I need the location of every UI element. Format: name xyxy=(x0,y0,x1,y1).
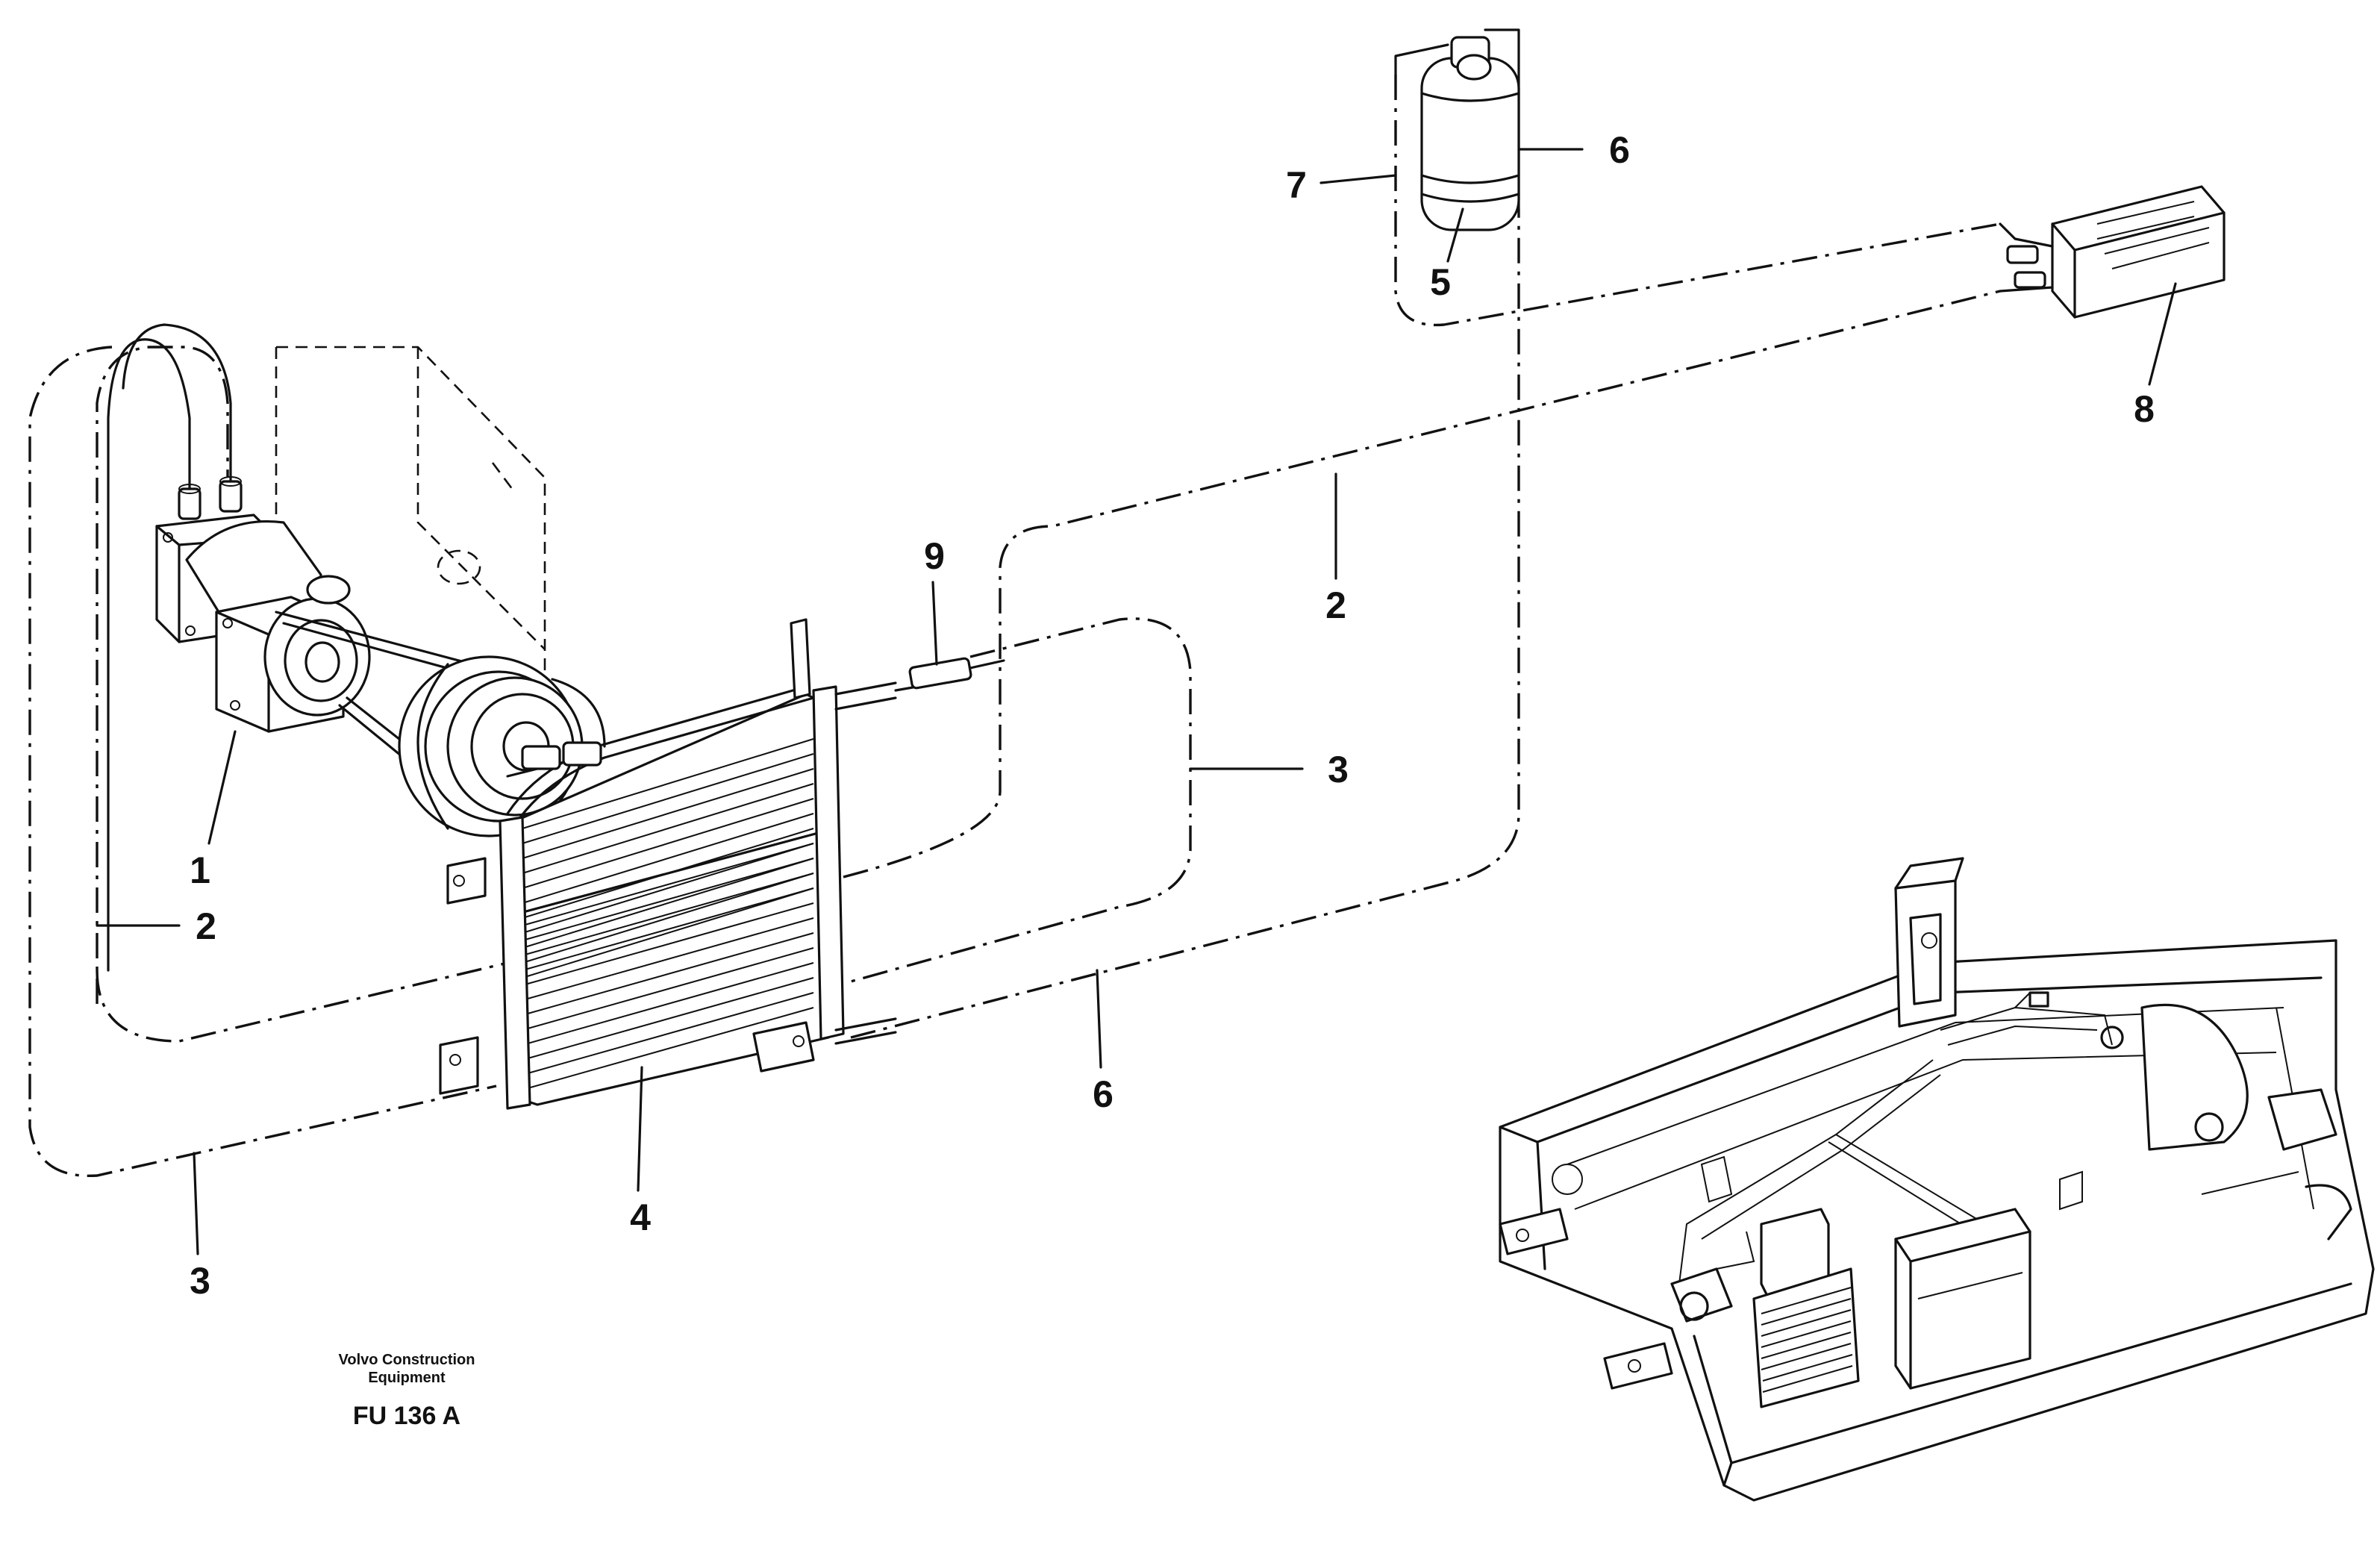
callout-9: 9 xyxy=(924,535,945,577)
pipe-line-2-inner xyxy=(96,346,229,1004)
callout-2-right: 2 xyxy=(1325,584,1346,626)
callout-3-right: 3 xyxy=(1328,749,1349,790)
leader-7 xyxy=(1319,174,1397,184)
figure-id: FU 136 A xyxy=(353,1402,460,1430)
company-name-line2: Equipment xyxy=(368,1370,446,1386)
pipe-lines xyxy=(28,75,2001,1178)
machine-frame-overview xyxy=(1499,857,2375,1502)
figure-caption: Volvo Construction Equipment FU 136 A xyxy=(339,1352,475,1430)
pipe-line-6 xyxy=(850,209,1520,1039)
pipe-line-3-right xyxy=(850,617,1192,983)
condenser-fins-upper xyxy=(522,738,814,979)
condenser xyxy=(439,618,897,1110)
company-name-line1: Volvo Construction xyxy=(339,1352,475,1368)
engine-block-outline xyxy=(275,346,546,688)
pipe-line-2-upper xyxy=(843,290,2001,879)
callout-2-left: 2 xyxy=(196,905,216,947)
callout-6-bottom: 6 xyxy=(1093,1073,1114,1115)
leader-lines xyxy=(96,148,2177,1255)
callout-4: 4 xyxy=(630,1196,651,1238)
receiver-drier xyxy=(1394,28,1520,231)
callout-7: 7 xyxy=(1286,164,1307,206)
hose-connector xyxy=(894,657,1005,692)
callout-3-left: 3 xyxy=(190,1260,210,1302)
drive-belt-and-pulley xyxy=(275,611,606,837)
callout-8: 8 xyxy=(2134,388,2155,430)
leader-1 xyxy=(207,730,237,845)
pipe-line-2-lower xyxy=(96,961,508,1043)
callout-6-top: 6 xyxy=(1609,129,1630,171)
pipe-line-7 xyxy=(1394,75,2001,327)
leader-3-left xyxy=(193,1152,199,1255)
condenser-fins-lower xyxy=(522,843,814,1090)
leader-8 xyxy=(2148,282,2177,386)
compressor xyxy=(107,323,371,972)
leader-4 xyxy=(637,1066,643,1192)
leader-5 xyxy=(1446,207,1464,263)
evaporator xyxy=(1999,185,2226,319)
callout-1: 1 xyxy=(190,849,210,891)
callout-labels: 1 2 3 4 9 2 3 6 7 6 5 8 xyxy=(190,129,2155,1302)
leader-6-bottom xyxy=(1096,969,1102,1069)
leader-9 xyxy=(931,581,938,666)
callout-5: 5 xyxy=(1430,261,1451,303)
